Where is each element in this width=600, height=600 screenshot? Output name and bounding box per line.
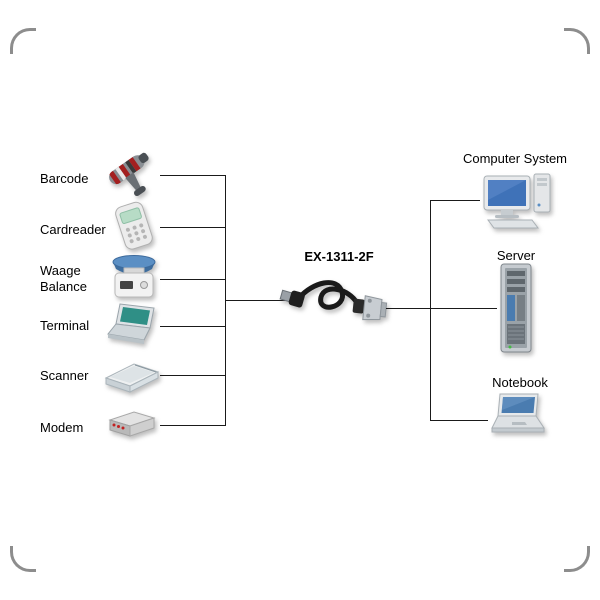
connector-right-bus [430,200,431,421]
computer-system-icon [478,170,554,232]
label-notebook: Notebook [492,375,548,390]
connector-left-terminal [160,326,226,327]
connector-left-cardreader [160,227,226,228]
connector-cable-to-right [386,308,431,309]
label-barcode: Barcode [40,171,89,186]
frame-corner-top-right [564,28,590,54]
connector-right-server [430,308,497,309]
connector-left-modem [160,425,226,426]
connector-right-notebook [430,420,488,421]
label-scanner: Scanner [40,368,89,383]
barcode-scanner-icon [100,147,162,201]
connector-left-waage [160,279,226,280]
label-cardreader: Cardreader [40,222,106,237]
label-server: Server [496,248,536,263]
scanner-icon [102,352,162,396]
label-terminal: Terminal [40,318,90,333]
terminal-icon [104,302,162,348]
notebook-icon [486,392,548,440]
label-waage-balance: Waage Balance [40,263,87,294]
usb-serial-cable-icon [279,266,395,338]
label-modem: Modem [40,420,84,435]
product-label: EX-1311-2F [304,249,374,264]
server-icon [496,262,536,356]
cardreader-icon [106,200,161,252]
frame-corner-top-left [10,28,36,54]
modem-icon [104,406,159,444]
label-computer-system: Computer System [462,151,568,166]
frame-corner-bottom-left [10,546,36,572]
connector-right-computer [430,200,480,201]
scale-icon [108,253,160,303]
frame-corner-bottom-right [564,546,590,572]
connector-left-to-cable [225,300,285,301]
connector-left-scanner [160,375,226,376]
connector-left-barcode [160,175,226,176]
